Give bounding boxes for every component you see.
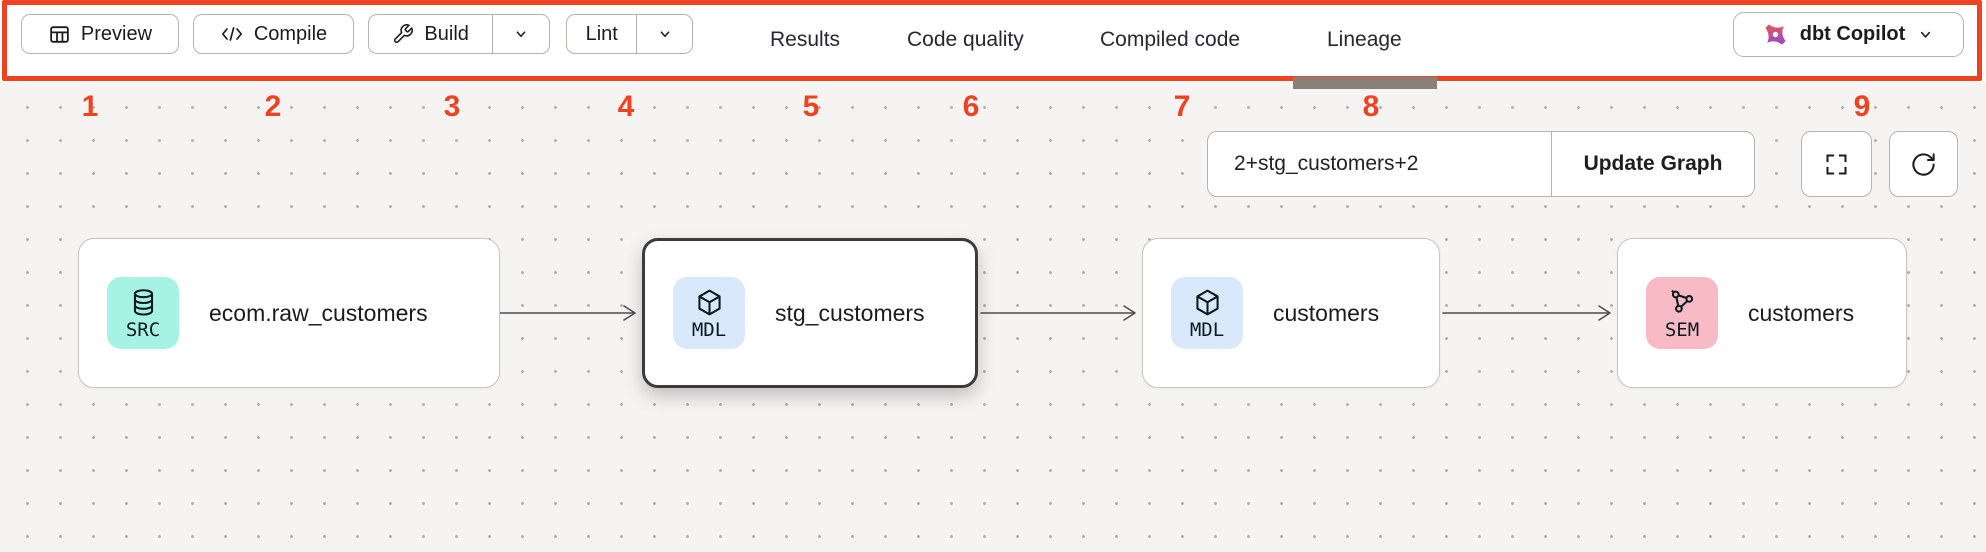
- annotation-label-8: 8: [1362, 90, 1380, 123]
- tab-code-quality[interactable]: Code quality: [907, 0, 1024, 80]
- preview-button[interactable]: Preview: [21, 14, 179, 54]
- node-badge-label: MDL: [1189, 318, 1225, 341]
- node-title: customers: [1748, 299, 1855, 326]
- dbt-logo-icon: [1756, 15, 1794, 53]
- lint-dropdown-button[interactable]: [636, 15, 692, 53]
- build-button[interactable]: Build: [369, 15, 492, 53]
- lineage-selector-input[interactable]: [1208, 132, 1551, 196]
- build-split-button: Build: [368, 14, 550, 54]
- fullscreen-icon: [1823, 151, 1850, 178]
- compile-button-label: Compile: [253, 22, 328, 45]
- annotation-label-3: 3: [443, 90, 461, 123]
- active-tab-indicator: [1293, 77, 1437, 89]
- node-badge-label: SRC: [125, 318, 161, 341]
- toolbar: Preview Compile Build: [0, 0, 1986, 82]
- source-badge: SRC: [107, 277, 179, 349]
- lint-split-button: Lint: [566, 14, 693, 54]
- annotation-label-6: 6: [962, 90, 980, 123]
- node-badge-label: SEM: [1664, 318, 1700, 341]
- annotation-label-7: 7: [1173, 90, 1191, 123]
- model-badge: MDL: [1171, 277, 1243, 349]
- update-graph-label: Update Graph: [1583, 152, 1723, 175]
- build-button-label: Build: [424, 22, 469, 45]
- fullscreen-button[interactable]: [1801, 131, 1872, 197]
- update-graph-button[interactable]: Update Graph: [1551, 132, 1754, 196]
- chevron-down-icon: [1916, 25, 1935, 44]
- dbt-copilot-button[interactable]: dbt Copilot: [1733, 12, 1964, 57]
- chevron-down-icon: [656, 25, 674, 43]
- chevron-down-icon: [512, 25, 530, 43]
- tab-compiled-code[interactable]: Compiled code: [1100, 0, 1240, 80]
- preview-button-label: Preview: [80, 22, 153, 45]
- annotation-label-9: 9: [1853, 90, 1871, 123]
- node-source-ecom-raw-customers[interactable]: SRC ecom.raw_customers: [78, 238, 500, 388]
- node-semantic-customers[interactable]: SEM customers: [1617, 238, 1907, 388]
- node-badge-label: MDL: [691, 318, 727, 341]
- node-model-customers[interactable]: MDL customers: [1142, 238, 1440, 388]
- build-dropdown-button[interactable]: [492, 15, 549, 53]
- annotation-label-4: 4: [617, 90, 635, 123]
- database-icon: [128, 287, 159, 318]
- annotation-label-2: 2: [264, 90, 282, 123]
- lint-button[interactable]: Lint: [567, 15, 636, 53]
- tab-lineage-label: Lineage: [1327, 28, 1402, 51]
- cube-icon: [1192, 287, 1223, 318]
- code-icon: [220, 23, 244, 45]
- tab-lineage[interactable]: Lineage: [1327, 0, 1402, 80]
- wrench-icon: [392, 23, 414, 45]
- tab-results[interactable]: Results: [770, 0, 840, 80]
- model-badge: MDL: [673, 277, 745, 349]
- annotation-label-1: 1: [81, 90, 99, 123]
- share-network-icon: [1667, 287, 1698, 318]
- node-title: customers: [1273, 299, 1380, 326]
- dbt-copilot-label: dbt Copilot: [1799, 23, 1906, 45]
- lint-button-label: Lint: [585, 22, 618, 45]
- cube-icon: [694, 287, 725, 318]
- semantic-badge: SEM: [1646, 277, 1718, 349]
- node-title: ecom.raw_customers: [209, 299, 428, 326]
- table-icon: [48, 23, 71, 46]
- refresh-icon: [1910, 151, 1937, 178]
- tab-results-label: Results: [770, 28, 841, 51]
- node-model-stg-customers[interactable]: MDL stg_customers: [642, 238, 978, 388]
- compile-button[interactable]: Compile: [193, 14, 354, 54]
- tab-compiled-code-label: Compiled code: [1100, 28, 1241, 51]
- refresh-button[interactable]: [1889, 131, 1958, 197]
- lineage-selector-group: Update Graph: [1207, 131, 1755, 197]
- annotation-label-5: 5: [802, 90, 820, 123]
- tab-code-quality-label: Code quality: [907, 28, 1024, 51]
- node-title: stg_customers: [775, 299, 925, 326]
